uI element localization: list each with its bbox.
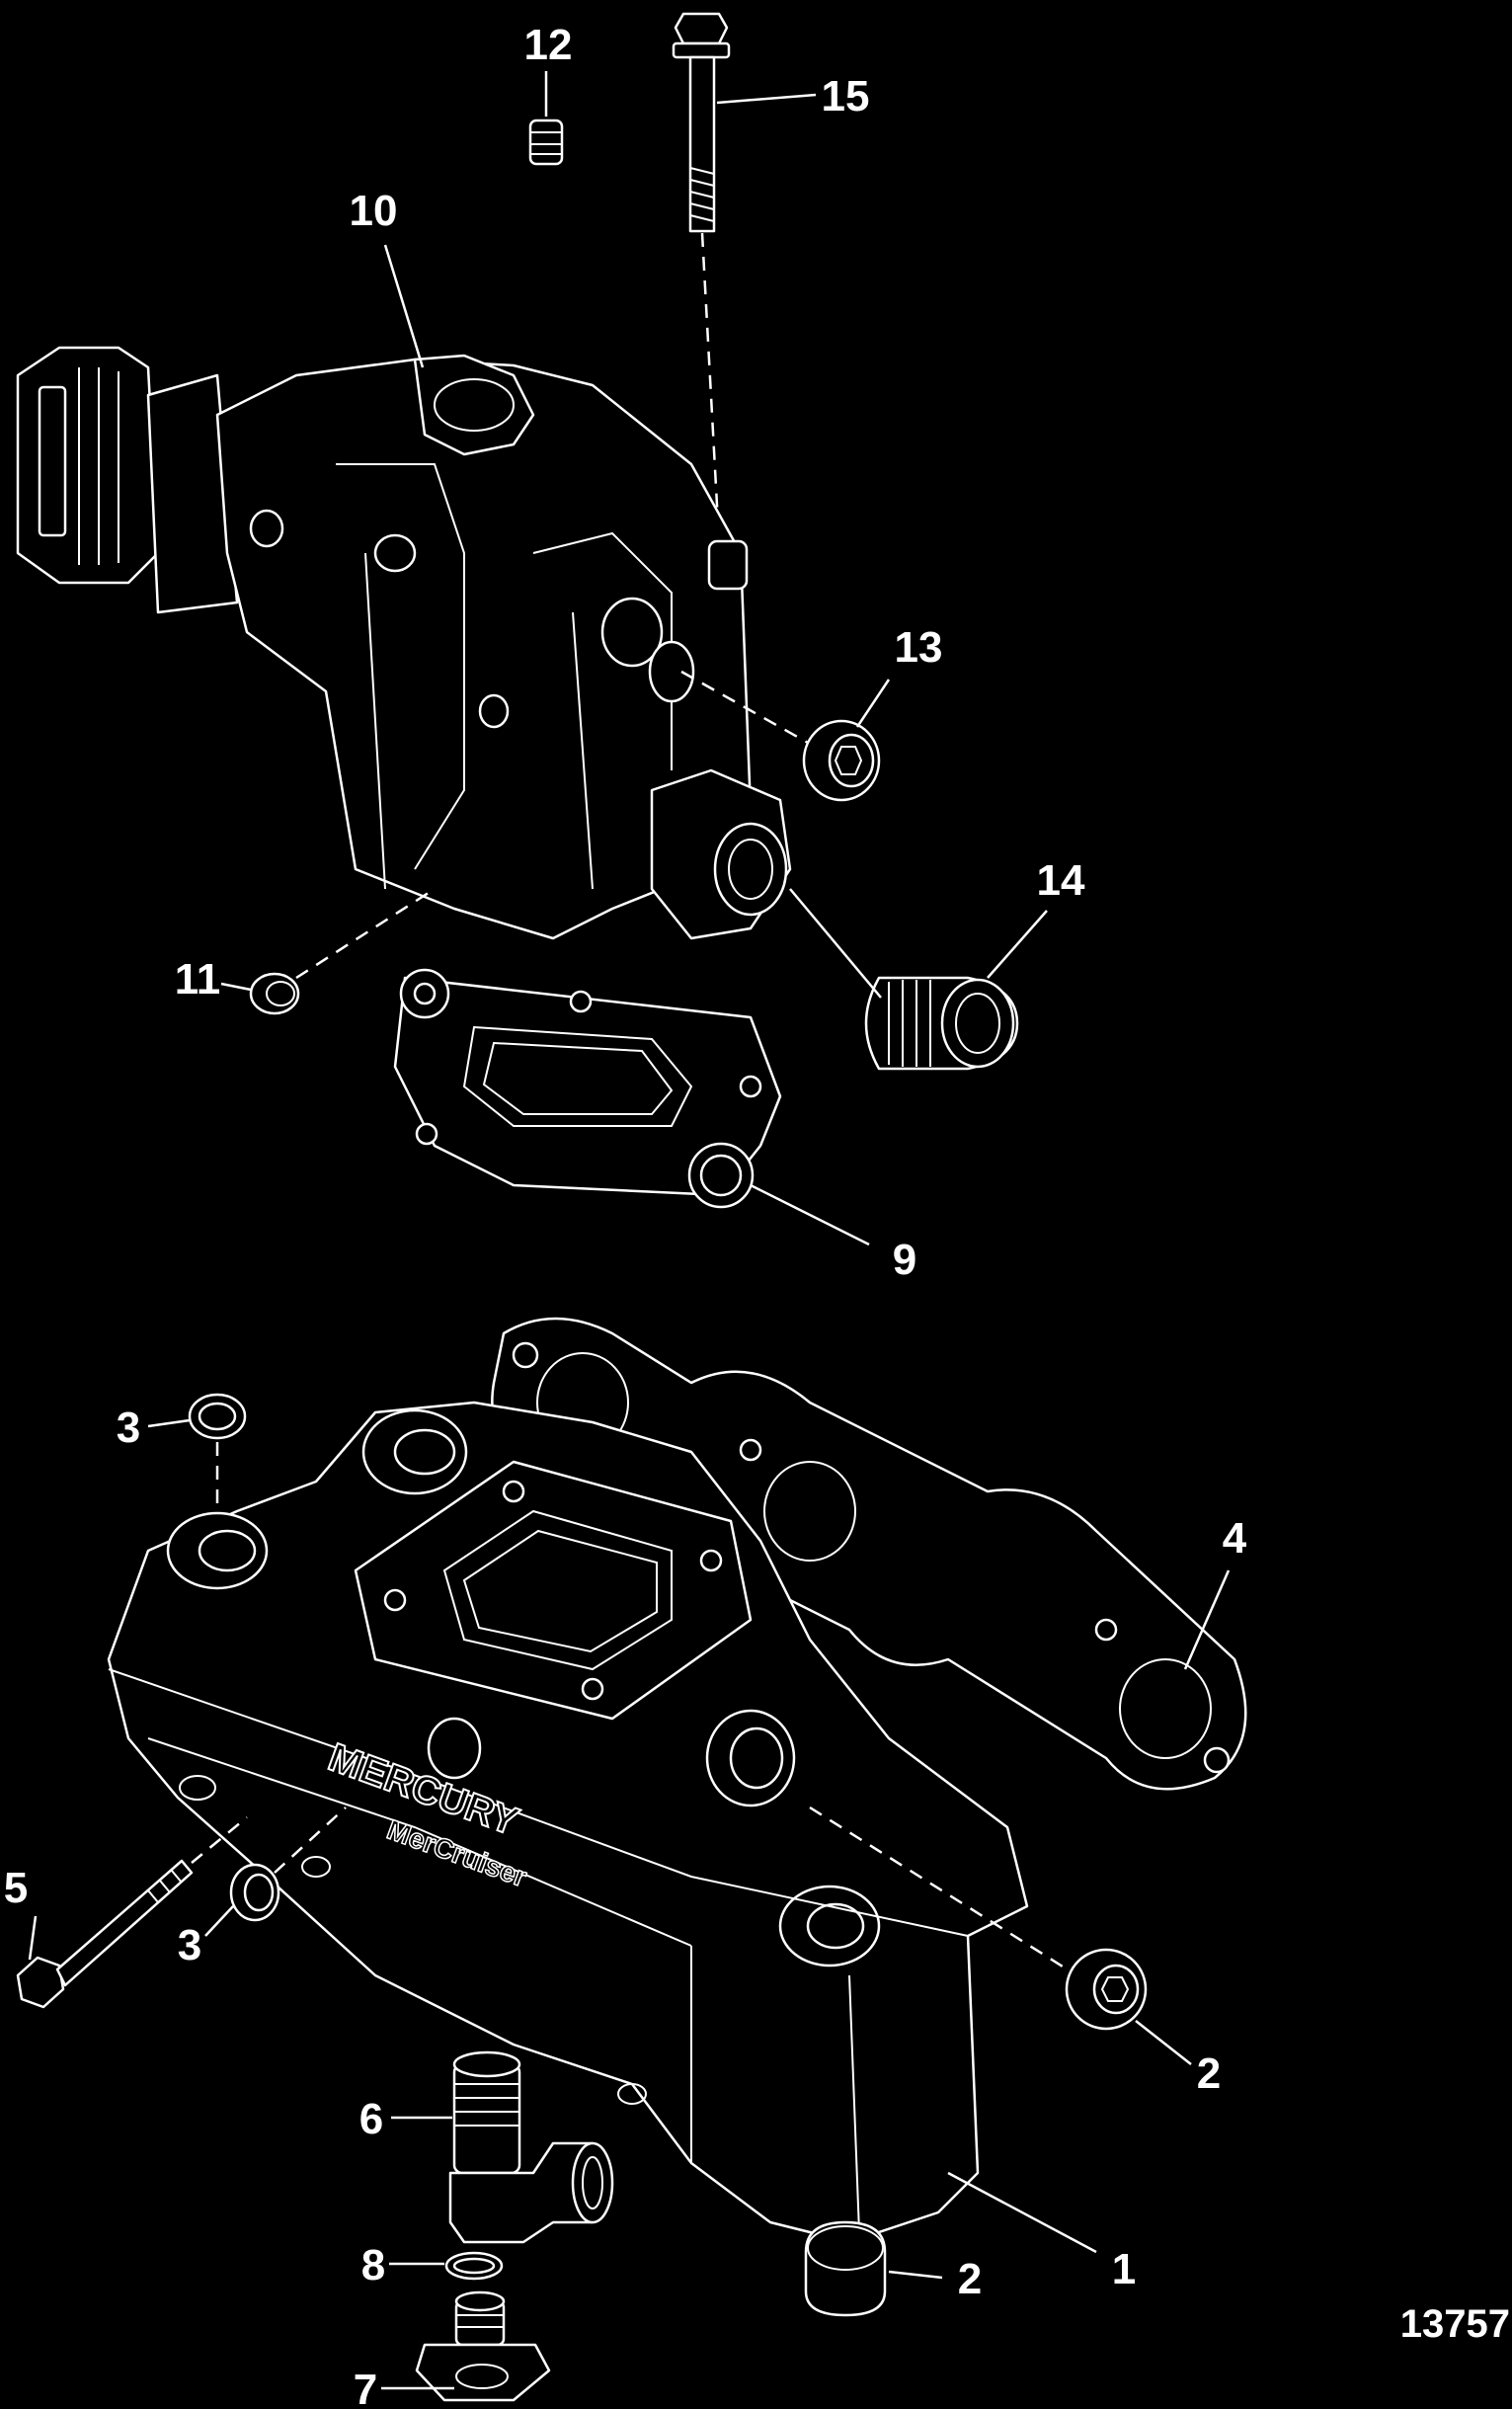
callout-7: 7 <box>354 2366 377 2409</box>
plug-2-right-alignment-line <box>809 1806 1072 1973</box>
part-2-plug-right <box>1065 1948 1148 2031</box>
plug-11-alignment-line <box>295 887 436 980</box>
part-2-cap-bottom <box>804 2220 887 2317</box>
bolt-15-alignment-line <box>700 232 721 542</box>
part-13-plug <box>802 719 881 802</box>
callout-4: 4 <box>1223 1514 1247 1563</box>
callout-15: 15 <box>822 72 870 120</box>
part-11-plug <box>249 972 300 1015</box>
part-1-manifold: MERCURY MerCruiser <box>107 1401 1029 2244</box>
ring-3-bottom-alignment-line <box>274 1807 347 1874</box>
callout-11: 11 <box>175 955 221 1004</box>
part-3-ring-bottom <box>229 1863 280 1922</box>
plug-13-alignment-line <box>680 670 809 745</box>
callout-12: 12 <box>524 21 573 69</box>
part-10-housing <box>16 346 792 940</box>
fitting-14-alignment-line <box>789 888 882 999</box>
callout-2-right: 2 <box>1197 2049 1221 2098</box>
part-6-fitting <box>448 2050 614 2244</box>
part-15-bolt <box>672 12 731 233</box>
callout-9: 9 <box>893 1236 916 1284</box>
leader-lines <box>28 71 1231 2390</box>
part-14-fitting <box>864 976 1019 1071</box>
drawing-number: 13757 <box>1400 2302 1510 2346</box>
part-9-gasket <box>393 968 782 1209</box>
callout-3-bottom: 3 <box>178 1921 201 1969</box>
part-12-plug <box>528 119 564 166</box>
callout-5: 5 <box>4 1864 28 1912</box>
callout-8: 8 <box>361 2241 385 2289</box>
part-3-ring-top <box>188 1393 247 1440</box>
bolt-5-alignment-line <box>191 1816 248 1864</box>
part-5-bolt <box>16 1859 194 2009</box>
part-8-o-ring <box>444 2251 504 2281</box>
callout-13: 13 <box>895 623 943 672</box>
callout-6: 6 <box>359 2095 383 2143</box>
callout-2-bottom: 2 <box>958 2255 982 2303</box>
part-7-drain-plug <box>415 2290 551 2402</box>
callout-1: 1 <box>1112 2245 1136 2293</box>
callout-3-top: 3 <box>117 1404 140 1452</box>
callout-10: 10 <box>350 187 398 235</box>
callout-14: 14 <box>1037 856 1085 905</box>
